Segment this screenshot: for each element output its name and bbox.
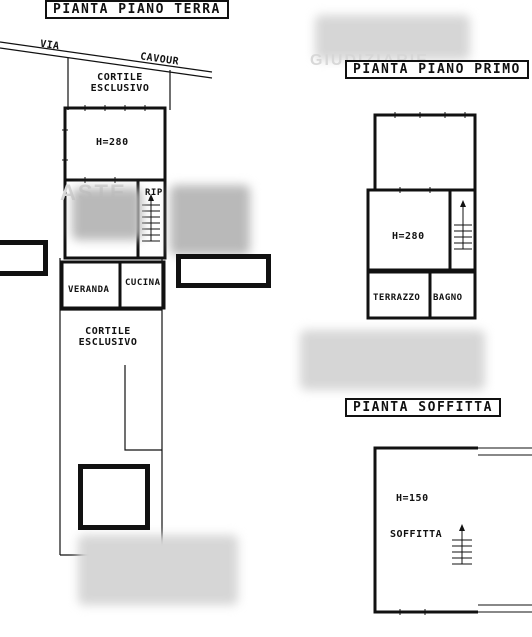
redaction-blur xyxy=(72,188,142,240)
bathroom-label: BAGNO xyxy=(433,293,463,303)
first-floor-title: PIANTA PIANO PRIMO xyxy=(345,60,529,79)
redaction-blur xyxy=(78,535,238,605)
courtyard-bottom-label: CORTILE ESCLUSIVO xyxy=(78,326,138,348)
attic-outline xyxy=(373,446,478,614)
attic-title: PIANTA SOFFITTA xyxy=(345,398,501,417)
street-line-2 xyxy=(0,47,213,79)
closet-label: RIP xyxy=(145,188,163,198)
marker-box xyxy=(78,464,150,530)
room-first-upper xyxy=(373,113,477,192)
marker-box xyxy=(0,240,48,276)
lot-inner-line xyxy=(124,365,162,451)
room-bathroom xyxy=(428,270,477,320)
attic-room-height: H=150 xyxy=(396,493,429,504)
veranda-label: VERANDA xyxy=(68,285,110,295)
room-kitchen xyxy=(118,260,166,310)
kitchen-label: CUCINA xyxy=(125,278,161,288)
redaction-blur xyxy=(300,330,485,390)
ground-room-height: H=280 xyxy=(96,137,129,148)
room-first-main xyxy=(366,188,477,272)
attic-label: SOFFITTA xyxy=(390,529,443,540)
redaction-blur xyxy=(315,15,470,60)
first-room-height: H=280 xyxy=(392,231,425,242)
terrace-label: TERRAZZO xyxy=(373,293,421,303)
courtyard-top-label: CORTILE ESCLUSIVO xyxy=(90,72,150,94)
stair-arrow-first xyxy=(460,200,466,207)
street-line-1 xyxy=(0,41,213,73)
stair-arrow-ground xyxy=(148,194,154,201)
stair-arrow-attic xyxy=(459,524,465,531)
redaction-blur xyxy=(170,185,250,255)
marker-box xyxy=(176,254,271,288)
ground-floor-title: PIANTA PIANO TERRA xyxy=(45,0,229,19)
